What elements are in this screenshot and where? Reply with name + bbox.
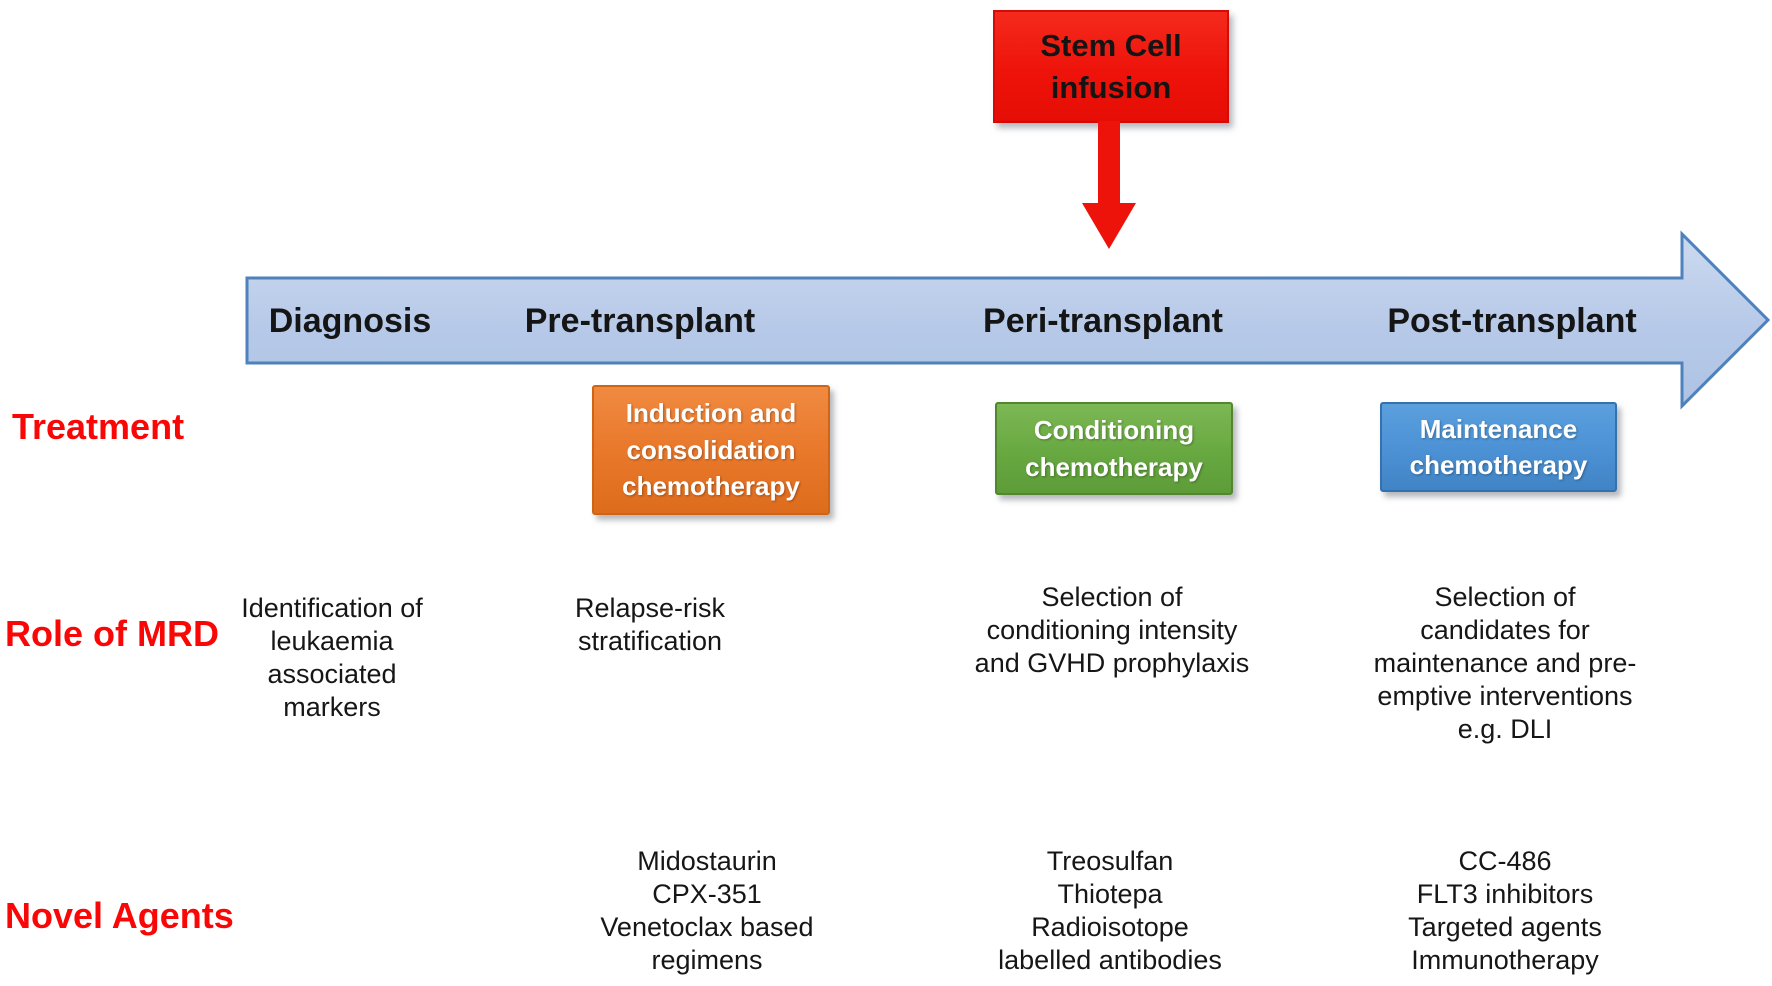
phase-label-diagnosis: Diagnosis — [268, 302, 432, 340]
phase-label-peri-transplant: Peri-transplant — [983, 302, 1223, 340]
row-label-role-of-mrd: Role of MRD — [5, 613, 219, 654]
phase-label-post-transplant: Post-transplant — [1387, 302, 1637, 340]
treatment-box-induction-consolidation: Induction and consolidation chemotherapy — [592, 385, 830, 515]
mrd-note-diagnosis: Identification of leukaemia associated m… — [241, 593, 423, 722]
treatment-box-conditioning: Conditioning chemotherapy — [995, 402, 1233, 495]
stem-cell-down-arrow-icon — [1082, 121, 1136, 249]
mrd-note-pre-transplant: Relapse-risk stratification — [574, 593, 726, 656]
treatment-box-maintenance: Maintenance chemotherapy — [1380, 402, 1617, 492]
novel-agents-post-transplant: CC-486 FLT3 inhibitors Targeted agents I… — [1408, 846, 1602, 975]
novel-agents-peri-transplant: Treosulfan Thiotepa Radioisotope labelle… — [998, 846, 1222, 975]
mrd-note-peri-transplant: Selection of conditioning intensity and … — [974, 582, 1250, 678]
mrd-note-post-transplant: Selection of candidates for maintenance … — [1373, 582, 1637, 744]
novel-agents-pre-transplant: Midostaurin CPX-351 Venetoclax based reg… — [600, 846, 814, 975]
phase-label-pre-transplant: Pre-transplant — [524, 302, 756, 340]
stem-cell-infusion-box: Stem Cell infusion — [993, 10, 1229, 123]
row-label-treatment: Treatment — [12, 406, 185, 447]
timeline-arrow — [245, 230, 1771, 410]
row-label-novel-agents: Novel Agents — [5, 895, 234, 936]
